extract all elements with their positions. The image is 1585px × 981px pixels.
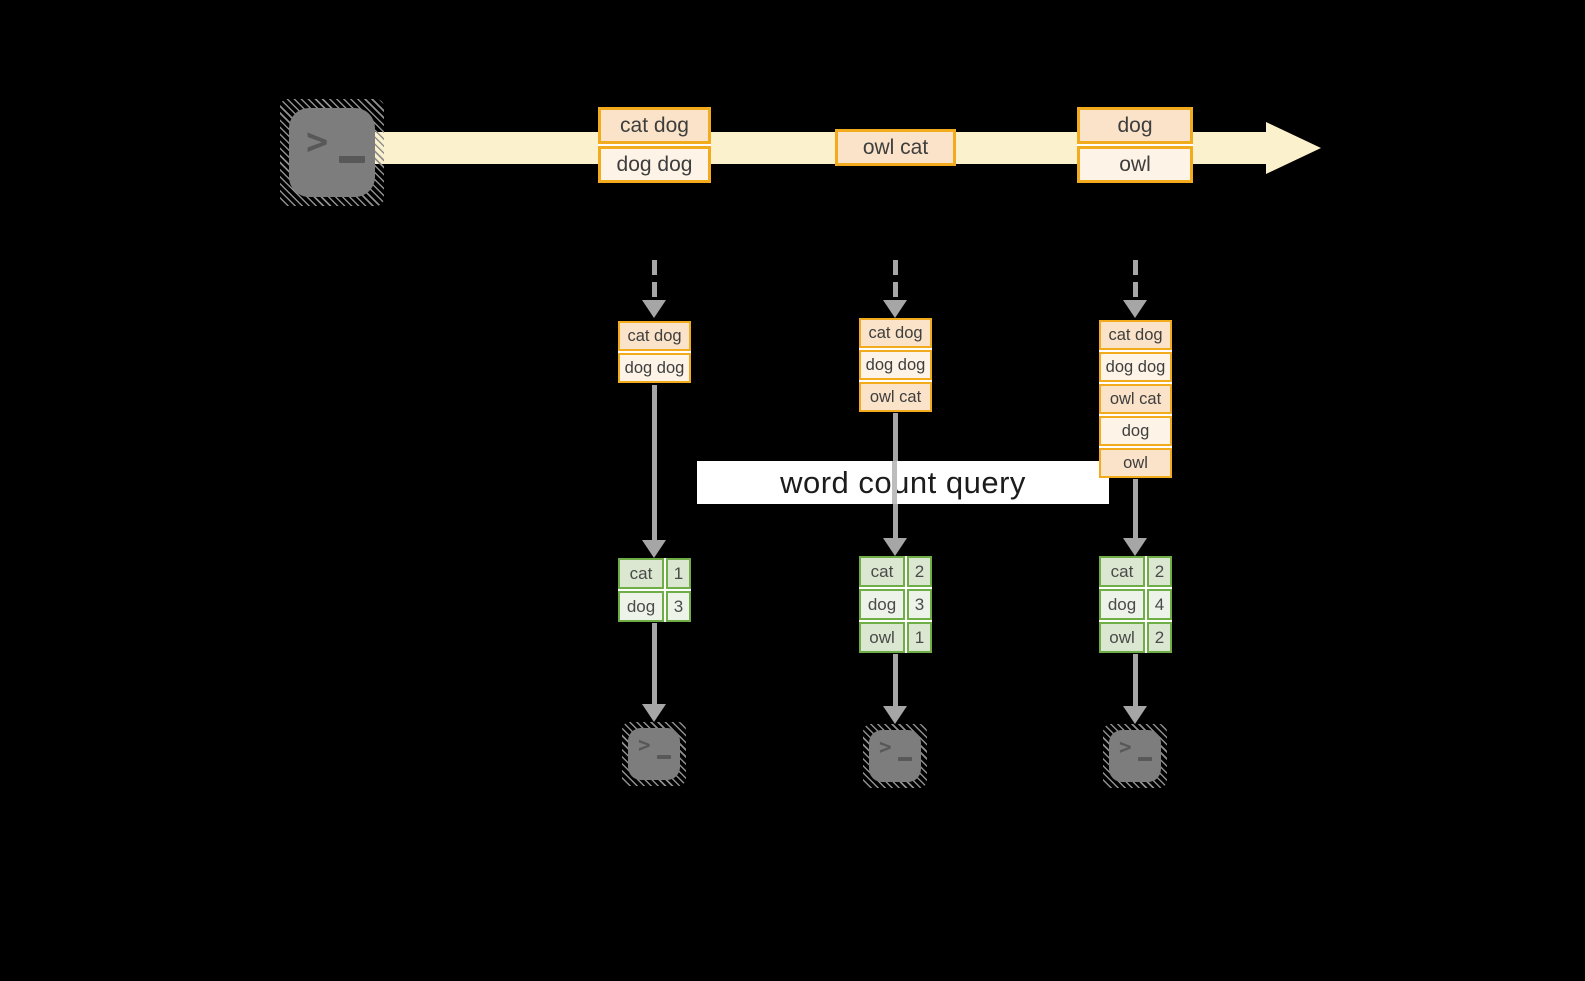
count-table-3: cat 2 dog 4 owl 2 xyxy=(1099,556,1172,653)
batch-row: cat dog xyxy=(598,107,711,144)
terminal-screen: > xyxy=(1109,730,1161,782)
count-word: dog xyxy=(859,589,905,620)
input-row: dog xyxy=(1099,416,1172,446)
count-table-2: cat 2 dog 3 owl 1 xyxy=(859,556,932,653)
timeline-batch-2: owl cat xyxy=(835,129,956,166)
dashed-arrow-line xyxy=(893,260,898,300)
input-row: dog dog xyxy=(618,353,691,383)
count-value: 2 xyxy=(1147,556,1172,587)
input-stack-3: cat dog dog dog owl cat dog owl xyxy=(1099,320,1172,478)
stream-timeline-arrow-head xyxy=(1266,122,1321,174)
dashed-arrow-head xyxy=(642,300,666,318)
batch-row: dog dog xyxy=(598,146,711,183)
prompt-chevron-icon: > xyxy=(306,120,329,163)
count-value: 3 xyxy=(666,591,691,622)
batch-row: dog xyxy=(1077,107,1193,144)
prompt-cursor-icon xyxy=(898,757,912,761)
count-value: 1 xyxy=(907,622,932,653)
count-word: dog xyxy=(1099,589,1145,620)
arrow-head xyxy=(642,704,666,722)
prompt-chevron-icon: > xyxy=(638,733,651,757)
prompt-cursor-icon xyxy=(1138,757,1152,761)
input-row: dog dog xyxy=(859,350,932,380)
arrow-line xyxy=(893,654,898,706)
timeline-batch-1: cat dog dog dog xyxy=(598,107,711,183)
count-word: owl xyxy=(859,622,905,653)
arrow-line xyxy=(652,385,657,540)
count-word: cat xyxy=(859,556,905,587)
count-word: dog xyxy=(618,591,664,622)
terminal-icon: > xyxy=(622,722,686,786)
timeline-batch-3: dog owl xyxy=(1077,107,1193,183)
terminal-screen: > xyxy=(289,108,375,197)
batch-row: owl xyxy=(1077,146,1193,183)
input-row: cat dog xyxy=(859,318,932,348)
input-stack-2: cat dog dog dog owl cat xyxy=(859,318,932,412)
dashed-arrow-head xyxy=(883,300,907,318)
terminal-screen: > xyxy=(869,730,921,782)
count-value: 4 xyxy=(1147,589,1172,620)
batch-row: owl cat xyxy=(835,129,956,166)
count-value: 2 xyxy=(907,556,932,587)
terminal-icon: > xyxy=(280,99,384,206)
query-band: word count query xyxy=(697,461,1109,504)
arrow-line xyxy=(1133,479,1138,538)
input-row: owl cat xyxy=(1099,384,1172,414)
arrow-through-band xyxy=(892,461,897,504)
dashed-arrow-line xyxy=(1133,260,1138,300)
arrow-head xyxy=(883,538,907,556)
arrow-line xyxy=(1133,654,1138,706)
prompt-chevron-icon: > xyxy=(1119,735,1132,759)
dashed-arrow-head xyxy=(1123,300,1147,318)
arrow-head xyxy=(1123,706,1147,724)
dashed-arrow-line xyxy=(652,260,657,300)
count-value: 3 xyxy=(907,589,932,620)
prompt-cursor-icon xyxy=(339,156,365,163)
prompt-chevron-icon: > xyxy=(879,735,892,759)
input-row: owl xyxy=(1099,448,1172,478)
input-stack-1: cat dog dog dog xyxy=(618,321,691,383)
query-label: word count query xyxy=(780,464,1026,500)
arrow-head xyxy=(642,540,666,558)
terminal-screen: > xyxy=(628,728,680,780)
input-row: cat dog xyxy=(618,321,691,351)
count-word: owl xyxy=(1099,622,1145,653)
count-value: 2 xyxy=(1147,622,1172,653)
input-row: cat dog xyxy=(1099,320,1172,350)
count-word: cat xyxy=(618,558,664,589)
terminal-icon: > xyxy=(1103,724,1167,788)
count-value: 1 xyxy=(666,558,691,589)
input-row: owl cat xyxy=(859,382,932,412)
arrow-head xyxy=(1123,538,1147,556)
count-table-1: cat 1 dog 3 xyxy=(618,558,691,622)
prompt-cursor-icon xyxy=(657,755,671,759)
input-row: dog dog xyxy=(1099,352,1172,382)
count-word: cat xyxy=(1099,556,1145,587)
terminal-icon: > xyxy=(863,724,927,788)
arrow-head xyxy=(883,706,907,724)
arrow-line xyxy=(652,623,657,704)
